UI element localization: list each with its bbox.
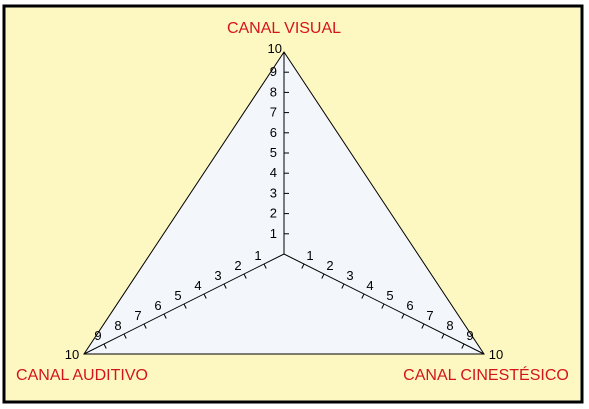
tick-label-auditivo-3: 3 bbox=[214, 268, 221, 283]
tick-cinestesico-9 bbox=[461, 343, 465, 349]
tick-label-auditivo-5: 5 bbox=[174, 288, 181, 303]
tick-auditivo-7 bbox=[143, 323, 147, 329]
tick-label-cinestesico-7: 7 bbox=[426, 308, 433, 323]
tick-label-cinestesico-2: 2 bbox=[326, 258, 333, 273]
tick-label-visual-3: 3 bbox=[270, 185, 277, 200]
tick-label-visual-4: 4 bbox=[270, 165, 277, 180]
tick-label-cinestesico-6: 6 bbox=[406, 298, 413, 313]
tick-label-cinestesico-9: 9 bbox=[466, 328, 473, 343]
tick-label-auditivo-7: 7 bbox=[134, 308, 141, 323]
tick-label-auditivo-6: 6 bbox=[154, 298, 161, 313]
axes-group bbox=[83, 52, 485, 355]
tick-label-auditivo-2: 2 bbox=[234, 258, 241, 273]
tick-auditivo-9 bbox=[103, 343, 107, 349]
axis-title-visual: CANAL VISUAL bbox=[227, 20, 341, 37]
tick-label-visual-2: 2 bbox=[270, 206, 277, 221]
tick-label-auditivo-8: 8 bbox=[114, 318, 121, 333]
tick-cinestesico-6 bbox=[401, 313, 405, 319]
tick-label-visual-6: 6 bbox=[270, 125, 277, 140]
tick-cinestesico-8 bbox=[441, 333, 445, 339]
tick-auditivo-2 bbox=[243, 273, 247, 279]
tick-auditivo-3 bbox=[223, 283, 227, 289]
tick-cinestesico-2 bbox=[321, 273, 325, 279]
axis-title-auditivo: CANAL AUDITIVO bbox=[16, 367, 148, 384]
tick-label-visual-8: 8 bbox=[270, 84, 277, 99]
tick-cinestesico-5 bbox=[381, 303, 385, 309]
tick-label-cinestesico-5: 5 bbox=[386, 288, 393, 303]
tick-cinestesico-3 bbox=[341, 283, 345, 289]
tick-auditivo-6 bbox=[163, 313, 167, 319]
tick-label-cinestesico-10: 10 bbox=[489, 347, 503, 362]
tick-cinestesico-4 bbox=[361, 293, 365, 299]
tick-label-cinestesico-3: 3 bbox=[346, 268, 353, 283]
tick-label-cinestesico-4: 4 bbox=[366, 278, 373, 293]
tick-auditivo-4 bbox=[203, 293, 207, 299]
tick-cinestesico-1 bbox=[301, 263, 305, 269]
tick-label-visual-7: 7 bbox=[270, 105, 277, 120]
tick-label-visual-5: 5 bbox=[270, 145, 277, 160]
tick-label-visual-1: 1 bbox=[270, 226, 277, 241]
tick-label-visual-10: 10 bbox=[268, 41, 282, 56]
tick-cinestesico-7 bbox=[421, 323, 425, 329]
tick-auditivo-1 bbox=[263, 263, 267, 269]
tick-label-auditivo-10: 10 bbox=[65, 347, 79, 362]
tick-auditivo-5 bbox=[183, 303, 187, 309]
tick-label-cinestesico-1: 1 bbox=[306, 248, 313, 263]
axis-title-cinestesico: CANAL CINESTÉSICO bbox=[403, 365, 569, 384]
tick-auditivo-8 bbox=[123, 333, 127, 339]
tick-label-visual-9: 9 bbox=[270, 64, 277, 79]
tick-label-auditivo-1: 1 bbox=[254, 248, 261, 263]
tick-label-auditivo-9: 9 bbox=[94, 328, 101, 343]
tick-label-auditivo-4: 4 bbox=[194, 278, 201, 293]
tick-label-cinestesico-8: 8 bbox=[446, 318, 453, 333]
